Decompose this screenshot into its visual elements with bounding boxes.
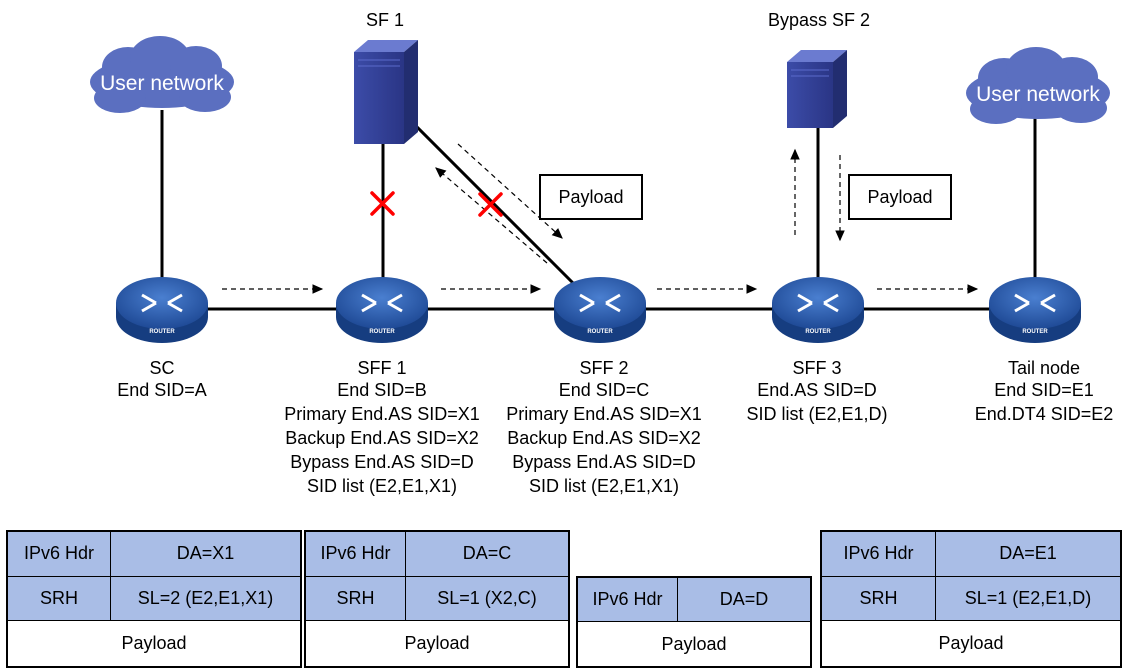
router-icon: ROUTER (336, 277, 428, 343)
svg-text:SC: SC (149, 358, 174, 378)
packet-cell: IPv6 Hdr (8, 532, 111, 577)
cloud-icon: User network (90, 36, 234, 113)
svg-text:SFF 3: SFF 3 (792, 358, 841, 378)
node-label-sff1: SFF 1 End SID=B Primary End.AS SID=X1 Ba… (284, 358, 480, 496)
packet-cell: SRH (8, 576, 111, 622)
packet-2: IPv6 Hdr DA=C SRH SL=1 (X2,C) Payload (304, 530, 570, 668)
packet-cell: DA=D (678, 578, 810, 622)
node-label-sff2: SFF 2 End SID=C Primary End.AS SID=X1 Ba… (506, 358, 702, 496)
router-icon: ROUTER (989, 277, 1081, 343)
server-icon (354, 40, 418, 144)
svg-text:ROUTER: ROUTER (587, 329, 613, 335)
packet-payload: Payload (404, 633, 470, 654)
packet-1: IPv6 Hdr DA=X1 SRH SL=2 (E2,E1,X1) Paylo… (6, 530, 302, 668)
svg-text:End SID=B: End SID=B (337, 380, 427, 400)
router-icon: ROUTER (772, 277, 864, 343)
node-label-sff3: SFF 3 End.AS SID=D SID list (E2,E1,D) (746, 358, 887, 424)
packet-cell: SRH (306, 576, 406, 622)
node-label-sc: SC End SID=A (117, 358, 207, 400)
cloud-icon: User network (966, 47, 1110, 124)
cloud-label: User network (100, 72, 224, 95)
arrow-to-sf1 (435, 167, 548, 264)
svg-text:ROUTER: ROUTER (369, 329, 395, 335)
svg-text:Primary End.AS SID=X1: Primary End.AS SID=X1 (506, 404, 702, 424)
packet-cell: DA=E1 (936, 532, 1120, 577)
svg-text:ROUTER: ROUTER (149, 329, 175, 335)
svg-text:Bypass End.AS SID=D: Bypass End.AS SID=D (512, 452, 696, 472)
svg-text:End SID=A: End SID=A (117, 380, 207, 400)
packet-payload: Payload (938, 633, 1004, 654)
svg-text:SFF 2: SFF 2 (579, 358, 628, 378)
packet-cell: SRH (822, 576, 936, 622)
packet-cell: IPv6 Hdr (578, 578, 678, 622)
payload-tag-sf2: Payload (848, 174, 952, 220)
failure-mark-icon (370, 191, 395, 216)
sf2-label: Bypass SF 2 (768, 10, 870, 30)
svg-text:End SID=C: End SID=C (559, 380, 650, 400)
svg-text:ROUTER: ROUTER (1022, 329, 1048, 335)
packet-3: IPv6 Hdr DA=D Payload (576, 576, 812, 668)
svg-text:Backup End.AS SID=X2: Backup End.AS SID=X2 (507, 428, 701, 448)
payload-tag-sf1: Payload (539, 174, 643, 220)
packet-cell: SL=1 (E2,E1,D) (936, 576, 1120, 622)
packet-cell: SL=2 (E2,E1,X1) (111, 576, 300, 622)
packet-cell: DA=X1 (111, 532, 300, 577)
svg-text:Backup End.AS SID=X2: Backup End.AS SID=X2 (285, 428, 479, 448)
packet-cell: IPv6 Hdr (822, 532, 936, 577)
sf1-label: SF 1 (366, 10, 404, 30)
svg-text:SID list (E2,E1,X1): SID list (E2,E1,X1) (529, 476, 679, 496)
svg-text:End.DT4 SID=E2: End.DT4 SID=E2 (975, 404, 1114, 424)
svg-text:SID list (E2,E1,D): SID list (E2,E1,D) (746, 404, 887, 424)
packet-payload: Payload (661, 633, 727, 654)
node-label-tail: Tail node End SID=E1 End.DT4 SID=E2 (975, 358, 1114, 424)
svg-text:Bypass End.AS SID=D: Bypass End.AS SID=D (290, 452, 474, 472)
failure-mark-icon (478, 192, 503, 217)
router-icon: ROUTER (116, 277, 208, 343)
cloud-label: User network (976, 83, 1100, 106)
svg-text:ROUTER: ROUTER (805, 329, 831, 335)
svg-text:SFF 1: SFF 1 (357, 358, 406, 378)
svg-text:End.AS SID=D: End.AS SID=D (757, 380, 877, 400)
svg-text:Primary End.AS SID=X1: Primary End.AS SID=X1 (284, 404, 480, 424)
packet-payload: Payload (121, 633, 187, 654)
svg-text:SID list (E2,E1,X1): SID list (E2,E1,X1) (307, 476, 457, 496)
svg-text:End SID=E1: End SID=E1 (994, 380, 1094, 400)
traffic-arrows (222, 143, 979, 294)
svg-text:Tail node: Tail node (1008, 358, 1080, 378)
server-icon (787, 50, 847, 128)
packet-cell: SL=1 (X2,C) (406, 576, 568, 622)
packet-4: IPv6 Hdr DA=E1 SRH SL=1 (E2,E1,D) Payloa… (820, 530, 1122, 668)
packet-cell: IPv6 Hdr (306, 532, 406, 577)
packet-cell: DA=C (406, 532, 568, 577)
router-icon: ROUTER (554, 277, 646, 343)
